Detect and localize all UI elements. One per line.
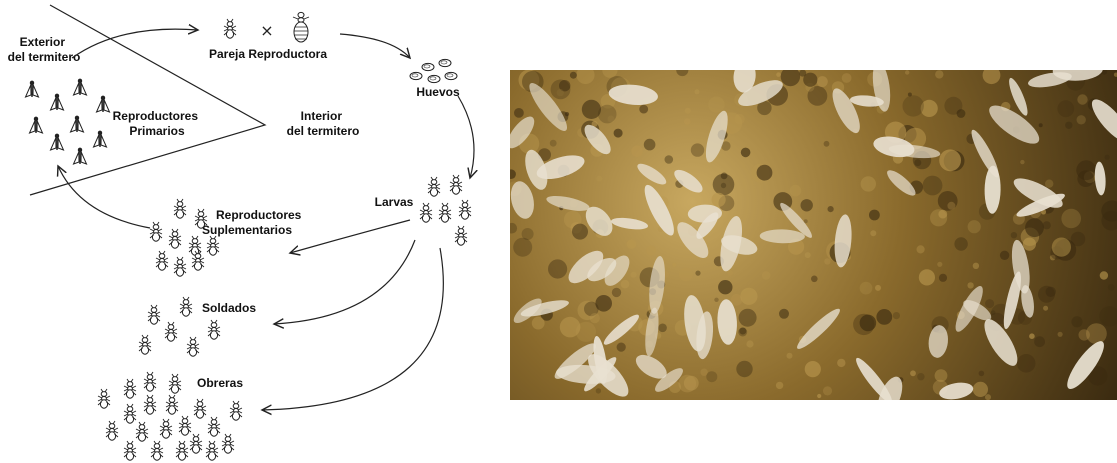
primary-reproductives-group	[26, 79, 110, 164]
larvae-label: Larvas	[375, 195, 414, 209]
winged-termite-icon	[74, 148, 87, 164]
egg-icon	[428, 75, 440, 82]
termite-icon	[98, 389, 110, 408]
termite-wing-shape	[1094, 161, 1107, 195]
termite-icon	[124, 441, 136, 460]
egg-icon	[439, 59, 451, 66]
termite-wing-shape	[635, 160, 669, 188]
termite-wing-shape	[610, 216, 648, 232]
interior-label: Interior del termitero	[287, 109, 360, 138]
termite-icon	[179, 416, 191, 435]
termite-icon	[190, 434, 202, 453]
termite-icon	[187, 337, 199, 356]
winged-termite-icon	[94, 131, 107, 147]
termite-wing-shape	[827, 85, 865, 137]
soldiers-label: Soldados	[202, 301, 256, 315]
termite-wing-shape	[967, 127, 1002, 180]
supplementary-reproductives-label: Reproductores Suplementarios	[202, 208, 305, 237]
termite-icon	[174, 257, 186, 276]
winged-termite-icon	[51, 134, 64, 150]
termite-swarm-photo	[510, 70, 1117, 400]
termite-icon	[439, 203, 451, 222]
breeding-pair-label: Pareja Reproductora	[209, 47, 327, 61]
termite-icon	[450, 175, 462, 194]
arrow-to-supplementary	[290, 220, 410, 253]
termite-icon	[208, 417, 220, 436]
workers-label: Obreras	[197, 376, 243, 390]
arrow-to-eggs	[340, 34, 410, 58]
termite-icon	[455, 226, 467, 245]
termite-wing-shape	[1062, 337, 1110, 394]
termite-icon	[194, 399, 206, 418]
egg-icon	[410, 72, 422, 79]
larvae-group	[420, 175, 471, 245]
termite-icon	[230, 401, 242, 420]
termite-icon	[151, 441, 163, 460]
egg-icon	[445, 72, 457, 79]
king-termite-icon	[224, 19, 236, 38]
termite-wing-shape	[545, 193, 591, 214]
termite-wing-shape	[510, 179, 537, 221]
termite-icon	[106, 421, 118, 440]
arrow-to-pair	[72, 29, 198, 58]
termite-wing-shape	[984, 99, 1045, 150]
arrow-to-soldiers	[274, 240, 415, 324]
eggs-label: Huevos	[416, 85, 460, 99]
winged-termite-icon	[71, 116, 84, 132]
arrow-to-workers	[262, 248, 443, 410]
termite-icon	[169, 229, 181, 248]
winged-termite-icon	[74, 79, 87, 95]
winged-termite-icon	[51, 94, 64, 110]
termite-life-cycle-diagram: Exterior del termitero Reproductores Pri…	[0, 0, 505, 463]
termite-icon	[139, 335, 151, 354]
termite-wing-shape	[760, 229, 805, 244]
termite-icon	[180, 297, 192, 316]
termite-wing-shape	[716, 299, 738, 346]
winged-termite-icon	[30, 117, 43, 133]
termite-icon	[222, 434, 234, 453]
termite-icon	[124, 379, 136, 398]
termite-icon	[420, 203, 432, 222]
arrow-supplementary-to-primary	[58, 166, 150, 228]
termite-icon	[174, 199, 186, 218]
termite-icon	[144, 372, 156, 391]
termite-icon	[136, 422, 148, 441]
primary-reproductives-label: Reproductores Primarios	[113, 109, 202, 138]
termite-icon	[428, 177, 440, 196]
termite-icon	[156, 251, 168, 270]
termite-icon	[144, 395, 156, 414]
winged-termite-icon	[97, 96, 110, 112]
termite-wing-shape	[793, 305, 843, 353]
termite-icon	[150, 222, 162, 241]
exterior-label: Exterior del termitero	[8, 35, 81, 64]
termite-icon	[148, 305, 160, 324]
cross-symbol: ×	[260, 21, 273, 40]
termite-icon	[169, 374, 181, 393]
eggs-group	[410, 59, 457, 82]
termite-icon	[459, 200, 471, 219]
termite-icon	[165, 322, 177, 341]
arrow-to-larvae	[458, 96, 474, 178]
termite-icon	[160, 419, 172, 438]
supplementary-reproductives-group	[150, 199, 219, 276]
winged-termite-icon	[26, 81, 39, 97]
egg-icon	[422, 63, 434, 70]
termite-icon	[207, 236, 219, 255]
termite-icon	[124, 404, 136, 423]
termite-icon	[166, 395, 178, 414]
termite-icon	[208, 320, 220, 339]
termite-icon	[206, 441, 218, 460]
termite-wing-shape	[671, 166, 706, 197]
queen-termite-icon	[293, 12, 309, 42]
termite-icon	[176, 441, 188, 460]
termite-icon	[189, 236, 201, 255]
